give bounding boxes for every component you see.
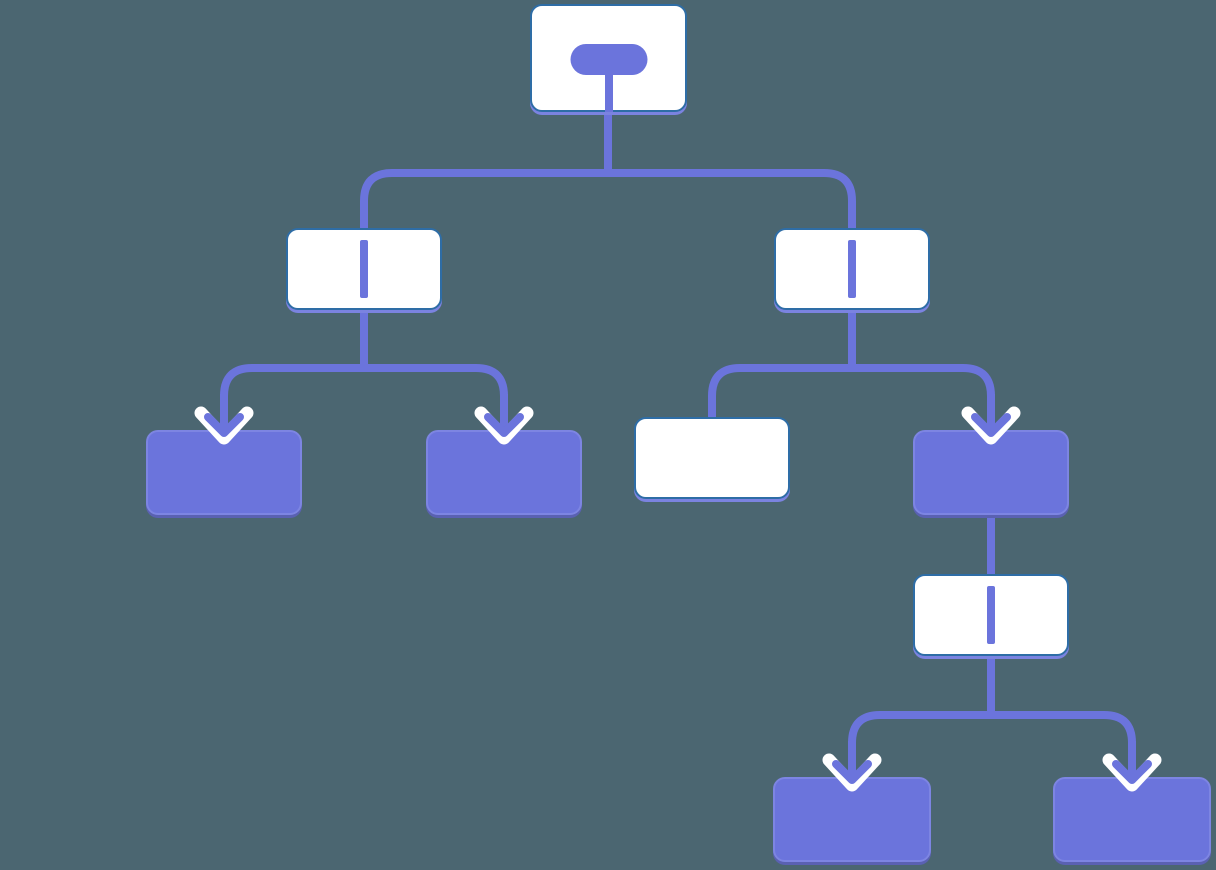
edge-root-to-branch-right [604, 112, 856, 228]
hidden-children-bar-icon [360, 240, 368, 298]
edge-branch-right-to-empty-node [708, 310, 856, 419]
arrow-head [971, 413, 1011, 437]
node-root[interactable] [530, 4, 687, 112]
collapse-chevron-icon[interactable] [822, 741, 882, 792]
collapse-chevron-icon[interactable] [961, 394, 1021, 445]
edge-root-to-branch-left [360, 112, 612, 228]
hidden-children-bar-icon [987, 586, 995, 644]
collapse-chevron-icon[interactable] [1102, 741, 1162, 792]
arrow-head [832, 760, 872, 784]
node-empty-node[interactable] [634, 417, 790, 499]
arrow-head [1112, 760, 1152, 784]
node-branch-bottom[interactable] [913, 574, 1069, 656]
node-branch-left[interactable] [286, 228, 442, 310]
root-pill-icon [570, 44, 647, 75]
collapse-chevron-icon[interactable] [194, 394, 254, 445]
node-branch-right[interactable] [774, 228, 930, 310]
arrow-head [204, 413, 244, 437]
arrow-head [484, 413, 524, 437]
root-stem-icon [604, 74, 613, 112]
collapse-chevron-icon[interactable] [474, 394, 534, 445]
hidden-children-bar-icon [848, 240, 856, 298]
